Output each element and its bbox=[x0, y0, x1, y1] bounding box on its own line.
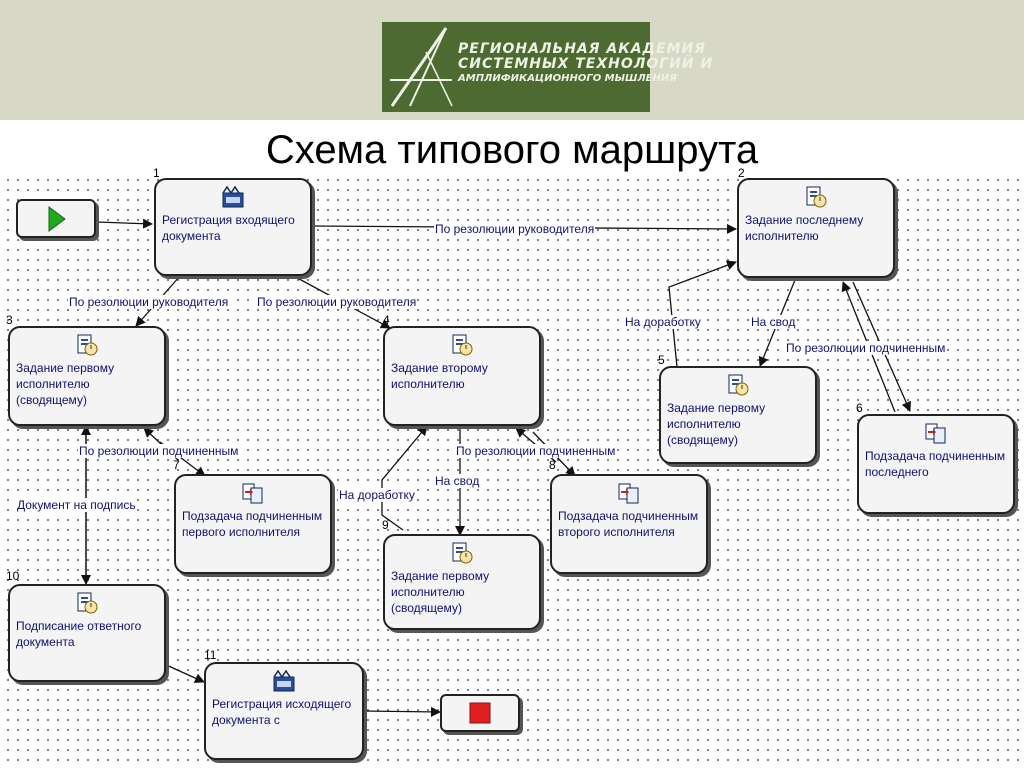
node-9-first-executor-task[interactable]: Задание первому исполнителю (сводящему) bbox=[383, 534, 541, 630]
task-icon bbox=[806, 186, 827, 208]
node-5-first-executor-task[interactable]: Задание первому исполнителю (сводящему) bbox=[659, 366, 817, 464]
node-10-sign-response[interactable]: Подписание ответного документа bbox=[8, 584, 166, 682]
node-4-label: Задание второму исполнителю bbox=[391, 361, 488, 391]
node-11-label: Регистрация исходящего документа с bbox=[212, 697, 352, 727]
stop-icon bbox=[469, 702, 491, 724]
logo-line-2: СИСТЕМНЫХ ТЕХНОЛОГИЙ И bbox=[458, 56, 714, 73]
edge-label-4-8: По резолюции подчиненным bbox=[455, 444, 617, 458]
subtask-icon bbox=[242, 483, 263, 504]
edge-label-5-2: На доработку bbox=[624, 315, 702, 329]
start-node[interactable] bbox=[16, 199, 96, 238]
page-title: Схема типового маршрута bbox=[265, 128, 759, 172]
header-bar: РЕГИОНАЛЬНАЯ АКАДЕМИЯ СИСТЕМНЫХ ТЕХНОЛОГ… bbox=[0, 0, 1024, 120]
node-number-6: 6 bbox=[856, 401, 863, 415]
edge-label-1-3: По резолюции руководителя bbox=[68, 295, 230, 309]
edge-9-4 bbox=[381, 425, 428, 531]
node-6-label: Подзадача подчиненным последнего bbox=[865, 449, 1006, 479]
node-number-10: 10 bbox=[6, 569, 20, 583]
edge-label-3-7: По резолюции подчиненным bbox=[78, 444, 240, 458]
task-icon bbox=[452, 334, 473, 356]
subtask-icon bbox=[618, 483, 639, 504]
edge-5-2 bbox=[668, 260, 737, 368]
node-number-9: 9 bbox=[382, 518, 389, 532]
task-icon bbox=[728, 374, 749, 396]
node-11-outgoing-registration[interactable]: Регистрация исходящего документа с bbox=[204, 662, 364, 760]
node-10-label: Подписание ответного документа bbox=[16, 619, 142, 649]
logo-line-1: РЕГИОНАЛЬНАЯ АКАДЕМИЯ bbox=[458, 41, 706, 57]
node-number-4: 4 bbox=[383, 313, 390, 327]
node-8-subtask-second[interactable]: Подзадача подчиненным второго исполнител… bbox=[550, 474, 708, 574]
node-5-label: Задание первому исполнителю (сводящему) bbox=[667, 401, 766, 447]
edge-11-stop bbox=[361, 706, 441, 717]
node-2-last-executor-task[interactable]: Задание последнему исполнителю bbox=[737, 178, 895, 278]
node-8-label: Подзадача подчиненным второго исполнител… bbox=[558, 509, 699, 539]
node-1-label: Регистрация входящего документа bbox=[162, 213, 295, 243]
play-icon bbox=[48, 206, 66, 232]
task-icon bbox=[77, 334, 98, 356]
logo-line-3: АМПЛИФИКАЦИОННОГО МЫШЛЕНИЯ bbox=[458, 72, 677, 84]
node-3-label: Задание первому исполнителю (сводящему) bbox=[16, 361, 115, 407]
edge-label-1-2: По резолюции руководителя bbox=[434, 222, 596, 236]
node-number-1: 1 bbox=[153, 166, 160, 180]
logo-emblem-icon bbox=[390, 27, 453, 107]
node-9-label: Задание первому исполнителю (сводящему) bbox=[391, 569, 490, 615]
node-number-11: 11 bbox=[204, 648, 217, 662]
node-number-5: 5 bbox=[658, 353, 665, 367]
edge-label-2-5: На свод bbox=[750, 315, 797, 329]
edge-label-3-10: Документ на подпись bbox=[16, 498, 137, 512]
node-number-2: 2 bbox=[738, 166, 745, 180]
node-7-subtask-first[interactable]: Подзадача подчиненным первого исполнител… bbox=[174, 474, 332, 574]
edge-10-11 bbox=[163, 663, 205, 683]
registration-icon bbox=[222, 185, 244, 208]
node-6-subtask-last[interactable]: Подзадача подчиненным последнего bbox=[857, 414, 1015, 514]
node-1-incoming-registration[interactable]: Регистрация входящего документа bbox=[154, 178, 312, 276]
node-7-label: Подзадача подчиненным первого исполнител… bbox=[182, 509, 323, 539]
node-2-label: Задание последнему исполнителю bbox=[745, 213, 864, 243]
subtask-icon bbox=[925, 423, 946, 444]
edge-start-1 bbox=[96, 218, 153, 229]
node-3-first-executor-task[interactable]: Задание первому исполнителю (сводящему) bbox=[8, 326, 166, 426]
node-number-7: 7 bbox=[173, 458, 180, 472]
edge-label-2-6: По резолюции подчиненным bbox=[785, 341, 947, 355]
edge-label-1-4: По резолюции руководителя bbox=[256, 295, 418, 309]
logo-text: РЕГИОНАЛЬНАЯ АКАДЕМИЯ СИСТЕМНЫХ ТЕХНОЛОГ… bbox=[458, 41, 714, 84]
edge-label-4-9: На свод bbox=[434, 474, 481, 488]
task-icon bbox=[77, 592, 98, 614]
node-number-3: 3 bbox=[6, 313, 13, 327]
node-number-8: 8 bbox=[549, 458, 556, 472]
edge-label-9-4: На доработку bbox=[338, 488, 416, 502]
academy-logo: РЕГИОНАЛЬНАЯ АКАДЕМИЯ СИСТЕМНЫХ ТЕХНОЛОГ… bbox=[382, 22, 712, 112]
task-icon bbox=[452, 542, 473, 564]
node-4-second-executor-task[interactable]: Задание второму исполнителю bbox=[383, 326, 541, 426]
registration-icon bbox=[273, 669, 295, 692]
stop-node[interactable] bbox=[440, 694, 520, 732]
